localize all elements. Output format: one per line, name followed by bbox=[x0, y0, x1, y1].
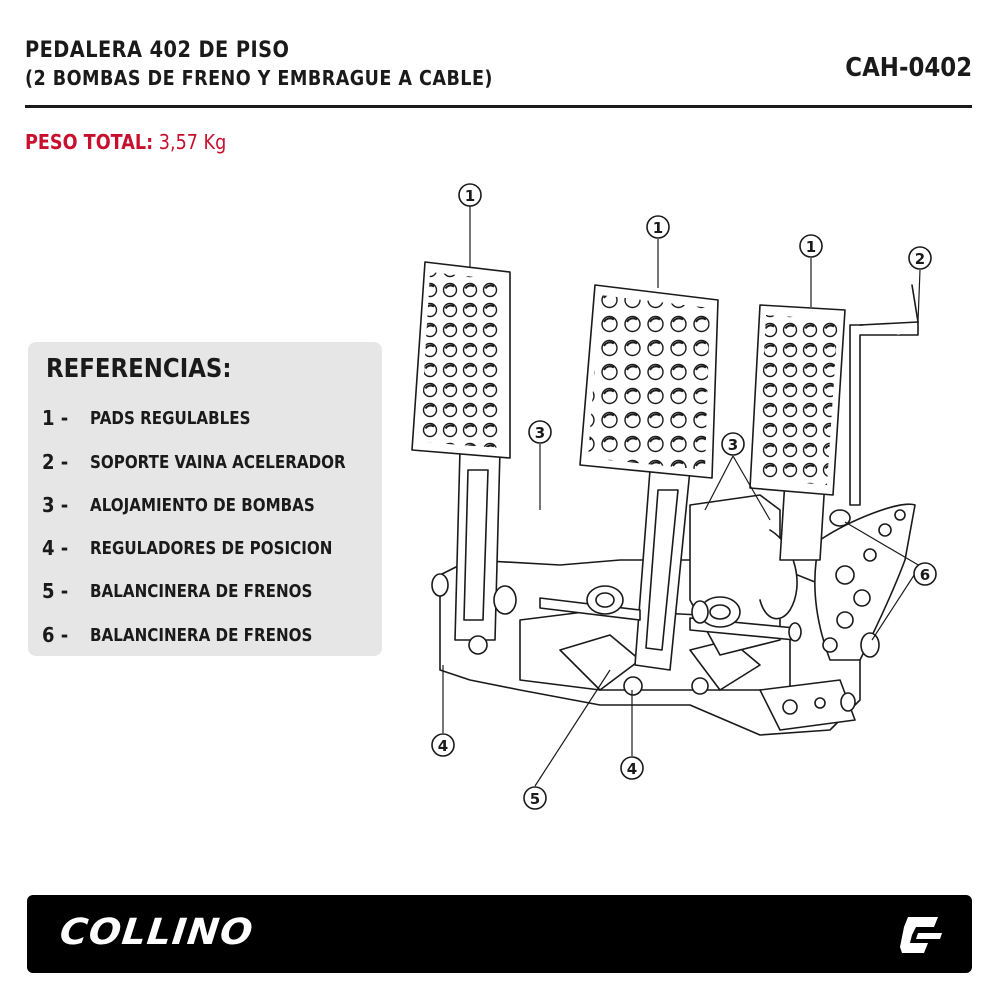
callout-marker: 3 bbox=[528, 420, 552, 444]
callout-label: 4 bbox=[627, 760, 637, 778]
callout-label: 1 bbox=[465, 187, 475, 205]
callout-marker: 2 bbox=[908, 246, 932, 270]
callout-marker: 1 bbox=[799, 234, 823, 258]
callout-label: 3 bbox=[728, 436, 738, 454]
pedal-box-diagram: 1 1 1 2 3 3 4 4 bbox=[411, 183, 937, 810]
product-code: CAH-0402 bbox=[845, 53, 972, 83]
header-divider bbox=[25, 105, 972, 108]
callout-markers: 1 1 1 2 3 3 4 4 bbox=[431, 183, 937, 810]
total-weight: PESO TOTAL: 3,57 Kg bbox=[25, 132, 226, 152]
total-weight-label: PESO TOTAL: bbox=[25, 130, 154, 154]
callout-marker: 6 bbox=[913, 562, 937, 586]
callout-label: 5 bbox=[530, 790, 540, 808]
reference-text: PADS REGULABLES bbox=[90, 408, 251, 429]
callout-marker: 5 bbox=[523, 786, 547, 810]
callout-marker: 4 bbox=[431, 733, 455, 757]
callout-marker: 4 bbox=[620, 756, 644, 780]
document-subtitle: (2 BOMBAS DE FRENO Y EMBRAGUE A CABLE) bbox=[25, 66, 493, 90]
brand-mark-icon bbox=[900, 917, 942, 953]
reference-text: REGULADORES DE POSICION bbox=[90, 538, 333, 559]
reference-text: ALOJAMIENTO DE BOMBAS bbox=[90, 495, 315, 516]
reference-number: 4 - bbox=[42, 536, 69, 560]
references-panel: REFERENCIAS: 1 - PADS REGULABLES 2 - SOP… bbox=[28, 342, 382, 656]
reference-number: 1 - bbox=[42, 406, 69, 430]
callout-marker: 1 bbox=[646, 215, 670, 239]
callout-label: 1 bbox=[806, 238, 816, 256]
reference-number: 5 - bbox=[42, 579, 69, 603]
reference-text: BALANCINERA DE FRENOS bbox=[90, 581, 313, 602]
footer-bar: COLLINO bbox=[27, 895, 972, 973]
reference-number: 6 - bbox=[42, 623, 69, 647]
total-weight-value: 3,57 Kg bbox=[153, 130, 227, 154]
document-title: PEDALERA 402 DE PISO bbox=[25, 38, 290, 63]
brand-logo: COLLINO bbox=[57, 912, 256, 953]
callout-label: 4 bbox=[438, 737, 448, 755]
references-title: REFERENCIAS: bbox=[46, 354, 232, 384]
callout-label: 3 bbox=[535, 424, 545, 442]
callout-marker: 3 bbox=[721, 432, 745, 456]
callout-marker: 1 bbox=[458, 183, 482, 207]
callout-label: 2 bbox=[915, 250, 925, 268]
callout-label: 6 bbox=[920, 566, 930, 584]
callout-label: 1 bbox=[653, 219, 663, 237]
reference-text: BALANCINERA DE FRENOS bbox=[90, 625, 313, 646]
reference-number: 3 - bbox=[42, 493, 69, 517]
reference-number: 2 - bbox=[42, 450, 69, 474]
reference-text: SOPORTE VAINA ACELERADOR bbox=[90, 452, 346, 473]
